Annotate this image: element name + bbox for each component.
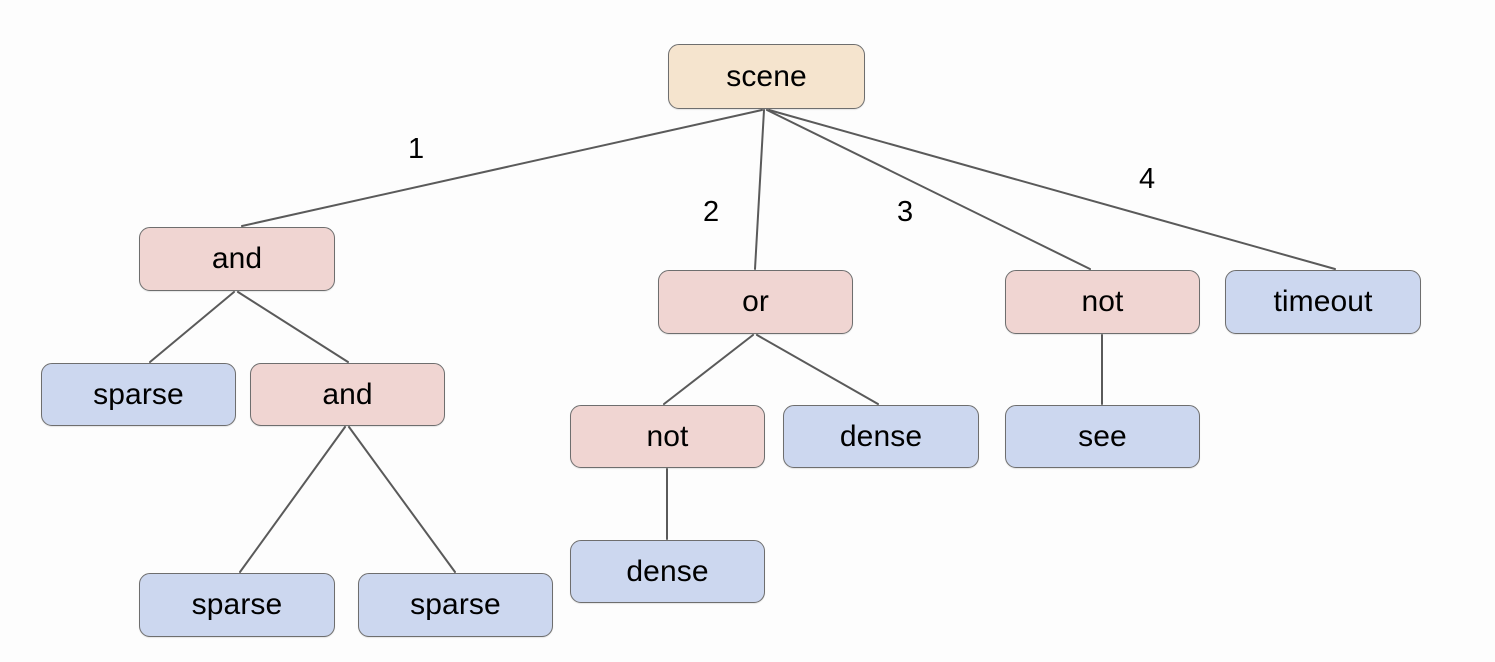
node-label: sparse: [191, 588, 283, 621]
node-sparse3[interactable]: sparse: [358, 573, 553, 637]
edge-scene-to-not1: [766, 109, 1091, 270]
node-dense1[interactable]: dense: [783, 405, 979, 468]
node-label: dense: [839, 419, 923, 453]
edge-scene-to-and1: [241, 109, 763, 227]
node-and2[interactable]: and: [250, 363, 445, 426]
edge-or1-to-dense1: [756, 334, 879, 405]
node-see1[interactable]: see: [1005, 405, 1200, 468]
node-label: sparse: [410, 588, 501, 621]
node-label: see: [1078, 419, 1127, 453]
node-label: not: [1081, 285, 1124, 318]
edge-and1-to-sparse1: [149, 291, 235, 363]
edge-scene-to-or1: [754, 109, 765, 270]
edge-and1-to-and2: [237, 291, 349, 363]
node-scene[interactable]: scene: [668, 44, 865, 109]
node-label: timeout: [1273, 285, 1373, 318]
edge-scene-to-timeout1: [768, 109, 1336, 270]
node-label: scene: [726, 59, 807, 93]
node-sparse1[interactable]: sparse: [41, 363, 236, 426]
node-timeout1[interactable]: timeout: [1225, 270, 1421, 334]
edge-label-scene-to-not1: 3: [897, 196, 914, 228]
node-label: sparse: [93, 377, 184, 411]
node-not2[interactable]: not: [570, 405, 765, 468]
node-or1[interactable]: or: [658, 270, 853, 334]
node-dense2[interactable]: dense: [570, 540, 765, 603]
edge-label-scene-to-or1: 2: [703, 196, 720, 228]
node-sparse2[interactable]: sparse: [139, 573, 335, 637]
node-and1[interactable]: and: [139, 227, 335, 291]
edge-label-scene-to-timeout1: 4: [1139, 163, 1156, 195]
edge-or1-to-not2: [663, 334, 754, 405]
edge-label-scene-to-and1: 1: [408, 133, 425, 165]
node-not1[interactable]: not: [1005, 270, 1200, 334]
node-label: or: [742, 285, 769, 318]
node-label: not: [646, 419, 689, 453]
node-label: and: [322, 377, 373, 411]
node-label: and: [211, 242, 263, 275]
edge-and2-to-sparse3: [348, 426, 456, 573]
edge-and2-to-sparse2: [239, 426, 346, 573]
node-label: dense: [626, 554, 709, 588]
